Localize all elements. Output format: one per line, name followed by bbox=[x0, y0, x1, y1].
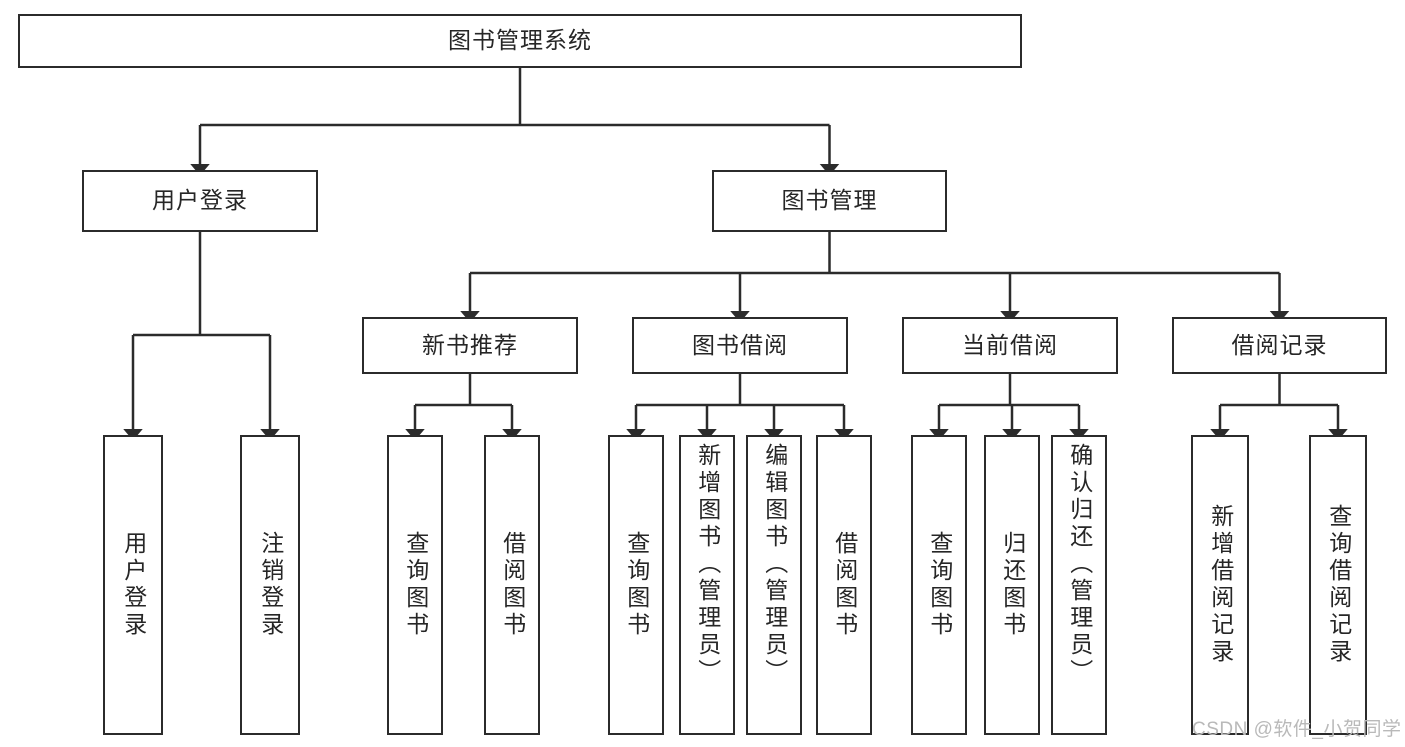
node-leaf-7[interactable]: 借阅图书 bbox=[816, 435, 872, 735]
edge-paths bbox=[123, 68, 1348, 441]
node-level3-3[interactable]: 借阅记录 bbox=[1172, 317, 1387, 374]
node-leaf-12[interactable]: 查询借阅记录 bbox=[1309, 435, 1367, 735]
leaf-text-wrap: 借阅图书 bbox=[818, 437, 870, 733]
leaf-text-wrap: 确认归还（管理员） bbox=[1053, 437, 1105, 739]
node-leaf-1[interactable]: 注销登录 bbox=[240, 435, 300, 735]
node-leaf-6[interactable]: 编辑图书（管理员） bbox=[746, 435, 802, 735]
leaf-text-wrap: 查询图书 bbox=[610, 437, 662, 733]
node-label: 查询图书 bbox=[402, 531, 429, 639]
node-label: 借阅记录 bbox=[1231, 331, 1328, 358]
leaf-text-wrap: 查询借阅记录 bbox=[1311, 437, 1365, 733]
node-level3-2[interactable]: 当前借阅 bbox=[902, 317, 1118, 374]
node-leaf-2[interactable]: 查询图书 bbox=[387, 435, 443, 735]
leaf-text-wrap: 注销登录 bbox=[242, 437, 298, 733]
node-leaf-10[interactable]: 确认归还（管理员） bbox=[1051, 435, 1107, 735]
leaf-text-wrap: 归还图书 bbox=[986, 437, 1038, 733]
node-leaf-8[interactable]: 查询图书 bbox=[911, 435, 967, 735]
node-leaf-3[interactable]: 借阅图书 bbox=[484, 435, 540, 735]
node-label: 借阅图书 bbox=[831, 531, 858, 639]
node-label: 查询借阅记录 bbox=[1325, 504, 1352, 666]
node-label: 新书推荐 bbox=[422, 331, 518, 358]
node-level2-1[interactable]: 图书管理 bbox=[712, 170, 947, 232]
node-level2-0[interactable]: 用户登录 bbox=[82, 170, 318, 232]
leaf-text-wrap: 查询图书 bbox=[389, 437, 441, 733]
node-level3-1[interactable]: 图书借阅 bbox=[632, 317, 848, 374]
leaf-text-wrap: 新增借阅记录 bbox=[1193, 437, 1247, 733]
node-leaf-9[interactable]: 归还图书 bbox=[984, 435, 1040, 735]
node-leaf-4[interactable]: 查询图书 bbox=[608, 435, 664, 735]
node-label: 图书借阅 bbox=[692, 331, 788, 358]
node-leaf-5[interactable]: 新增图书（管理员） bbox=[679, 435, 735, 735]
node-level3-0[interactable]: 新书推荐 bbox=[362, 317, 578, 374]
node-label: 用户登录 bbox=[152, 187, 248, 214]
leaf-text-wrap: 编辑图书（管理员） bbox=[748, 437, 800, 739]
node-leaf-0[interactable]: 用户登录 bbox=[103, 435, 163, 735]
csdn-watermark: CSDN @软件_小贺同学 bbox=[1192, 719, 1402, 740]
node-label: 当前借阅 bbox=[962, 331, 1058, 358]
node-label: 编辑图书（管理员） bbox=[761, 443, 788, 686]
leaf-text-wrap: 用户登录 bbox=[105, 437, 161, 733]
node-label: 借阅图书 bbox=[499, 531, 526, 639]
node-label: 新增图书（管理员） bbox=[694, 443, 721, 686]
node-label: 查询图书 bbox=[623, 531, 650, 639]
node-root[interactable]: 图书管理系统 bbox=[18, 14, 1022, 68]
node-label: 图书管理 bbox=[781, 187, 878, 214]
node-label: 图书管理系统 bbox=[448, 27, 592, 54]
node-label: 查询图书 bbox=[926, 531, 953, 639]
node-label: 归还图书 bbox=[999, 531, 1026, 639]
leaf-text-wrap: 查询图书 bbox=[913, 437, 965, 733]
node-label: 确认归还（管理员） bbox=[1066, 443, 1093, 686]
leaf-text-wrap: 新增图书（管理员） bbox=[681, 437, 733, 739]
node-leaf-11[interactable]: 新增借阅记录 bbox=[1191, 435, 1249, 735]
node-label: 注销登录 bbox=[257, 531, 284, 639]
node-label: 新增借阅记录 bbox=[1207, 504, 1234, 666]
node-label: 用户登录 bbox=[120, 531, 147, 639]
leaf-text-wrap: 借阅图书 bbox=[486, 437, 538, 733]
